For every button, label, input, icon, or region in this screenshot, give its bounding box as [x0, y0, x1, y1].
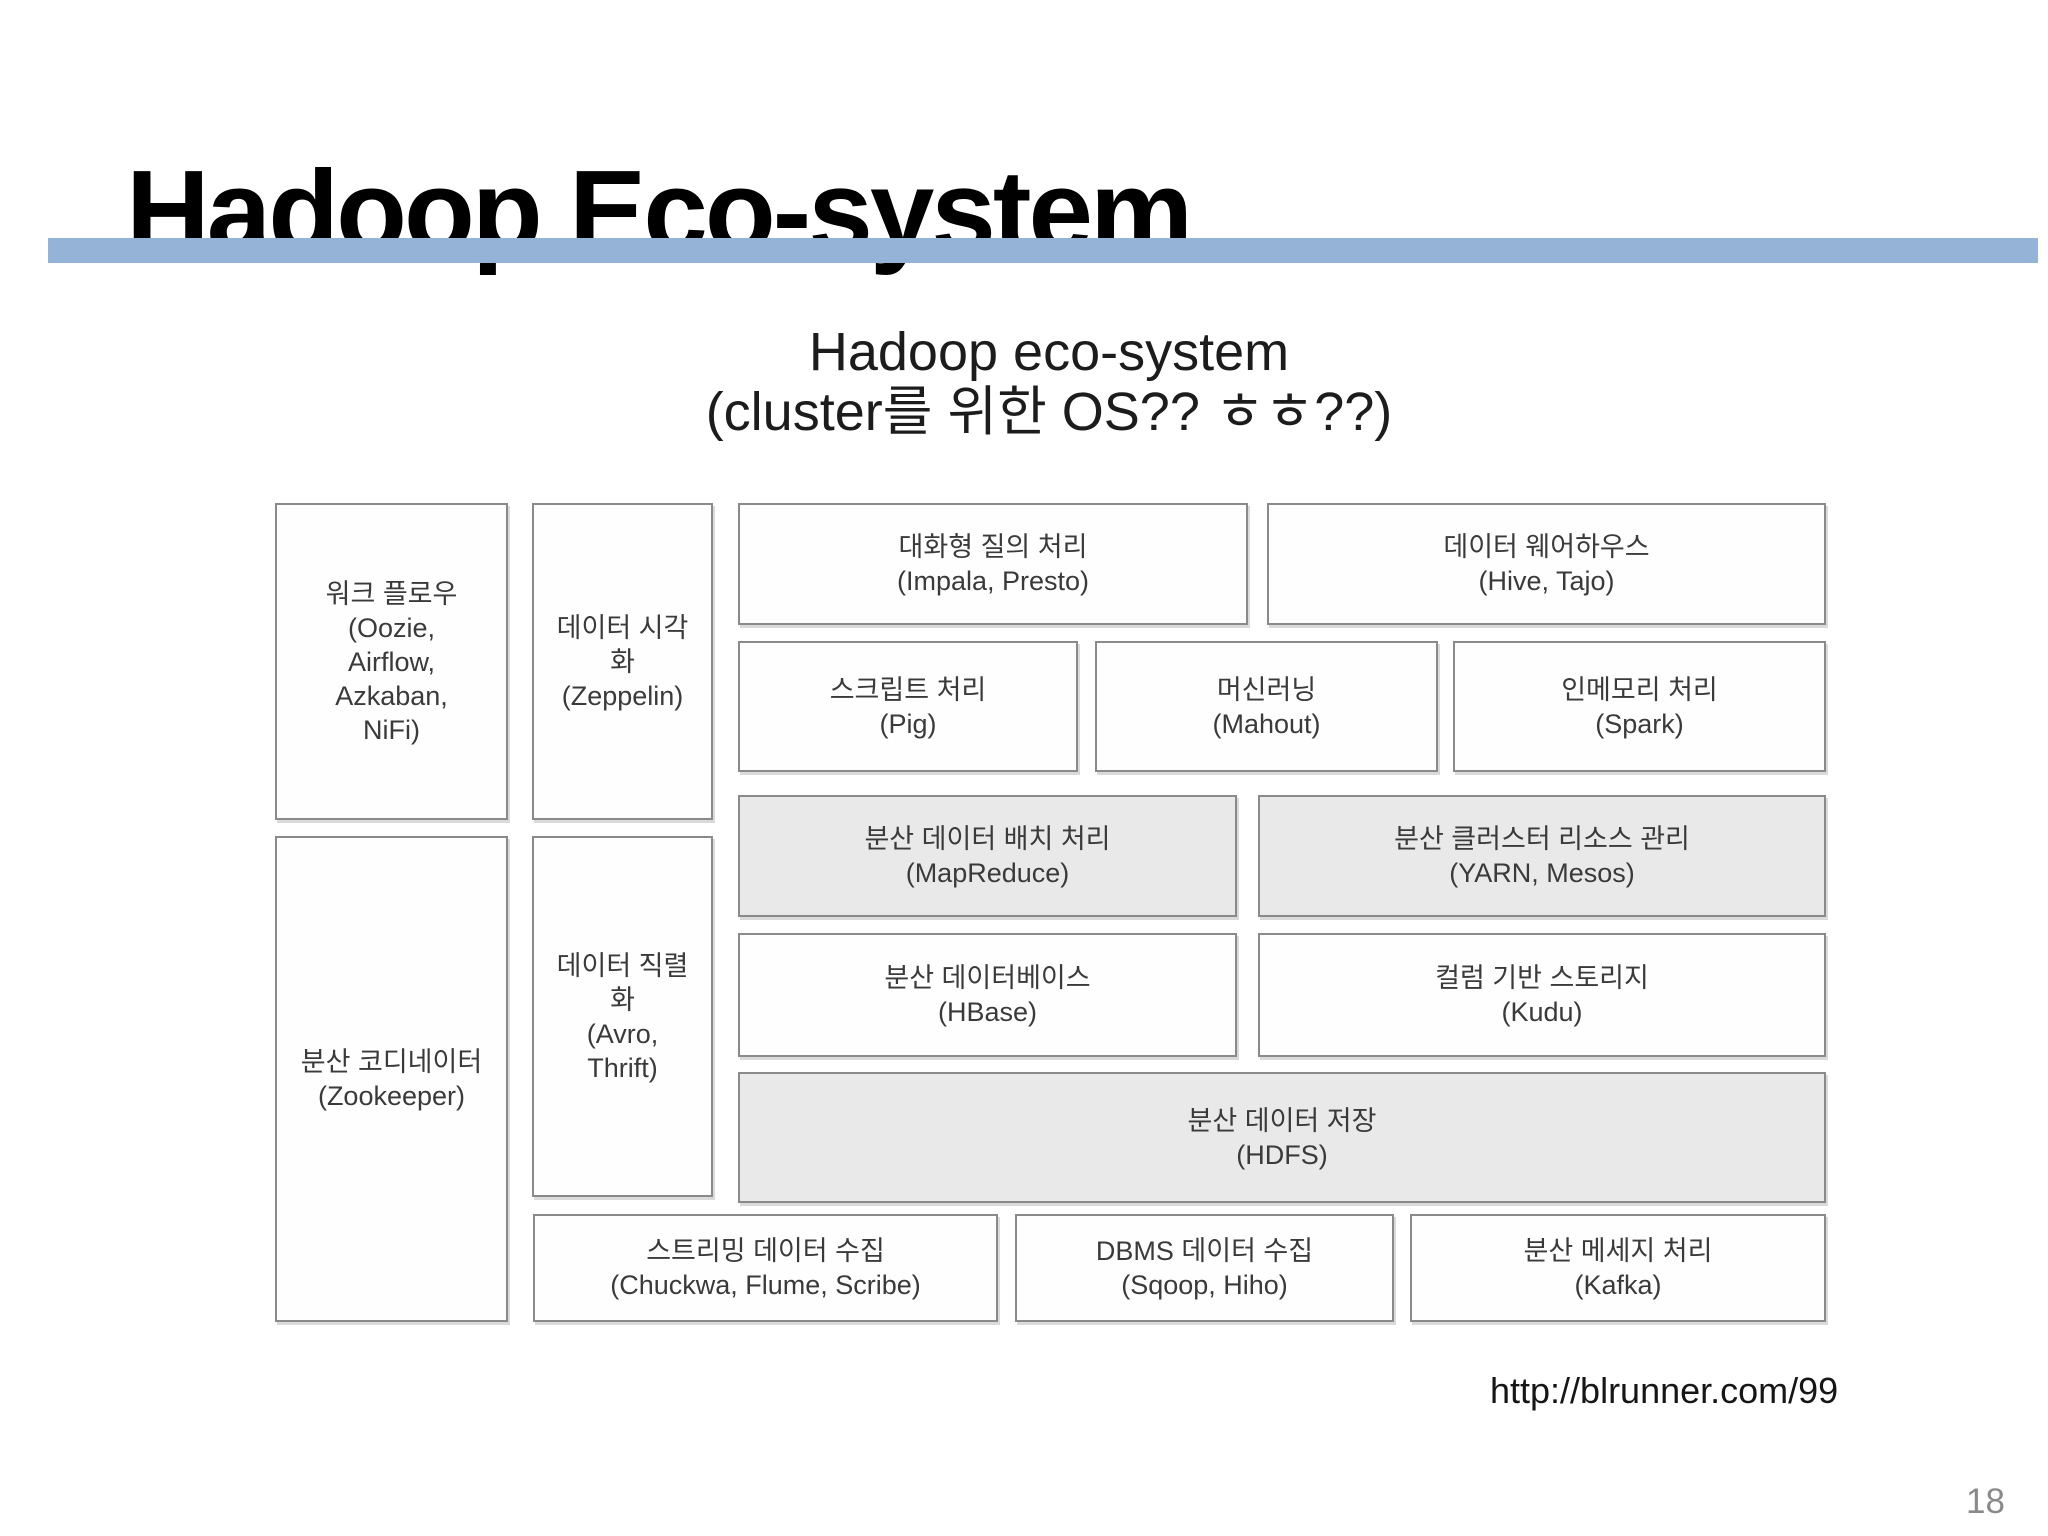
box-sublabel: (Oozie, Airflow, Azkaban, NiFi) — [335, 612, 448, 745]
box-sublabel: (Spark) — [1595, 708, 1684, 739]
box-sublabel: (Kafka) — [1574, 1270, 1662, 1300]
diagram-box-inmemory-processing: 인메모리 처리 (Spark) — [1453, 641, 1826, 772]
diagram-box-kudu: 컬럼 기반 스토리지 (Kudu) — [1258, 933, 1826, 1057]
source-url: http://blrunner.com/99 — [1490, 1370, 1839, 1411]
diagram-box-yarn-mesos: 분산 클러스터 리소스 관리 (YARN, Mesos) — [1258, 795, 1826, 917]
box-label: 대화형 질의 처리 — [898, 532, 1088, 562]
box-sublabel: (Chuckwa, Flume, Scribe) — [610, 1270, 921, 1300]
box-label: 분산 클러스터 리소스 관리 — [1394, 824, 1690, 854]
box-label: 머신러닝 — [1216, 674, 1317, 705]
diagram-box-data-warehouse: 데이터 웨어하우스 (Hive, Tajo) — [1267, 503, 1826, 625]
box-sublabel: (Hive, Tajo) — [1478, 566, 1615, 596]
diagram-box-data-serialization: 데이터 직렬화 (Avro, Thrift) — [532, 836, 713, 1197]
box-sublabel: (HBase) — [937, 997, 1038, 1027]
box-sublabel: (HDFS) — [1236, 1139, 1328, 1170]
box-sublabel: (Zeppelin) — [561, 680, 684, 711]
box-label: 분산 데이터 저장 — [1187, 1105, 1377, 1136]
diagram-box-workflow: 워크 플로우 (Oozie, Airflow, Azkaban, NiFi) — [275, 503, 508, 820]
box-label: 분산 데이터 배치 처리 — [864, 824, 1111, 854]
diagram-caption-line2: (cluster를 위한 OS?? ㅎㅎ??) — [705, 382, 1393, 442]
diagram-box-dbms-ingest: DBMS 데이터 수집 (Sqoop, Hiho) — [1015, 1214, 1394, 1322]
diagram-box-interactive-query: 대화형 질의 처리 (Impala, Presto) — [738, 503, 1248, 625]
box-sublabel: (Mahout) — [1212, 708, 1321, 739]
diagram-box-hbase: 분산 데이터베이스 (HBase) — [738, 933, 1237, 1057]
diagram-box-script-processing: 스크립트 처리 (Pig) — [738, 641, 1078, 772]
diagram-box-machine-learning: 머신러닝 (Mahout) — [1095, 641, 1438, 772]
diagram-caption-line1: Hadoop eco-system — [808, 322, 1290, 382]
box-sublabel: (Avro, Thrift) — [586, 1018, 659, 1083]
box-label: 분산 메세지 처리 — [1523, 1236, 1713, 1266]
box-label: 스크립트 처리 — [829, 674, 987, 705]
diagram-box-kafka: 분산 메세지 처리 (Kafka) — [1410, 1214, 1826, 1322]
box-label: 분산 데이터베이스 — [884, 963, 1091, 993]
diagram-box-mapreduce: 분산 데이터 배치 처리 (MapReduce) — [738, 795, 1237, 917]
box-sublabel: (Impala, Presto) — [896, 566, 1090, 596]
box-sublabel: (Zookeeper) — [317, 1081, 466, 1111]
box-label: 인메모리 처리 — [1561, 674, 1718, 705]
diagram-box-streaming-ingest: 스트리밍 데이터 수집 (Chuckwa, Flume, Scribe) — [533, 1214, 998, 1322]
box-sublabel: (YARN, Mesos) — [1449, 858, 1635, 888]
box-sublabel: (Kudu) — [1501, 997, 1583, 1027]
diagram-box-hdfs: 분산 데이터 저장 (HDFS) — [738, 1072, 1826, 1203]
diagram-box-zookeeper: 분산 코디네이터 (Zookeeper) — [275, 836, 508, 1322]
diagram-box-data-visualization: 데이터 시각화 (Zeppelin) — [532, 503, 713, 820]
box-label: 컬럼 기반 스토리지 — [1435, 963, 1649, 993]
title-underline-bar — [48, 238, 2038, 263]
box-sublabel: (Sqoop, Hiho) — [1121, 1270, 1288, 1300]
box-label: DBMS 데이터 수집 — [1095, 1236, 1314, 1266]
box-label: 데이터 직렬화 — [556, 950, 689, 1015]
box-sublabel: (MapReduce) — [905, 858, 1070, 888]
page-number: 18 — [1966, 1482, 2005, 1521]
diagram-caption: Hadoop eco-system (cluster를 위한 OS?? ㅎㅎ??… — [424, 322, 1674, 442]
box-label: 데이터 시각화 — [556, 612, 689, 677]
box-label: 스트리밍 데이터 수집 — [646, 1236, 885, 1266]
box-label: 분산 코디네이터 — [300, 1047, 483, 1077]
box-label: 워크 플로우 — [325, 578, 458, 609]
box-sublabel: (Pig) — [879, 708, 937, 739]
box-label: 데이터 웨어하우스 — [1443, 532, 1650, 562]
